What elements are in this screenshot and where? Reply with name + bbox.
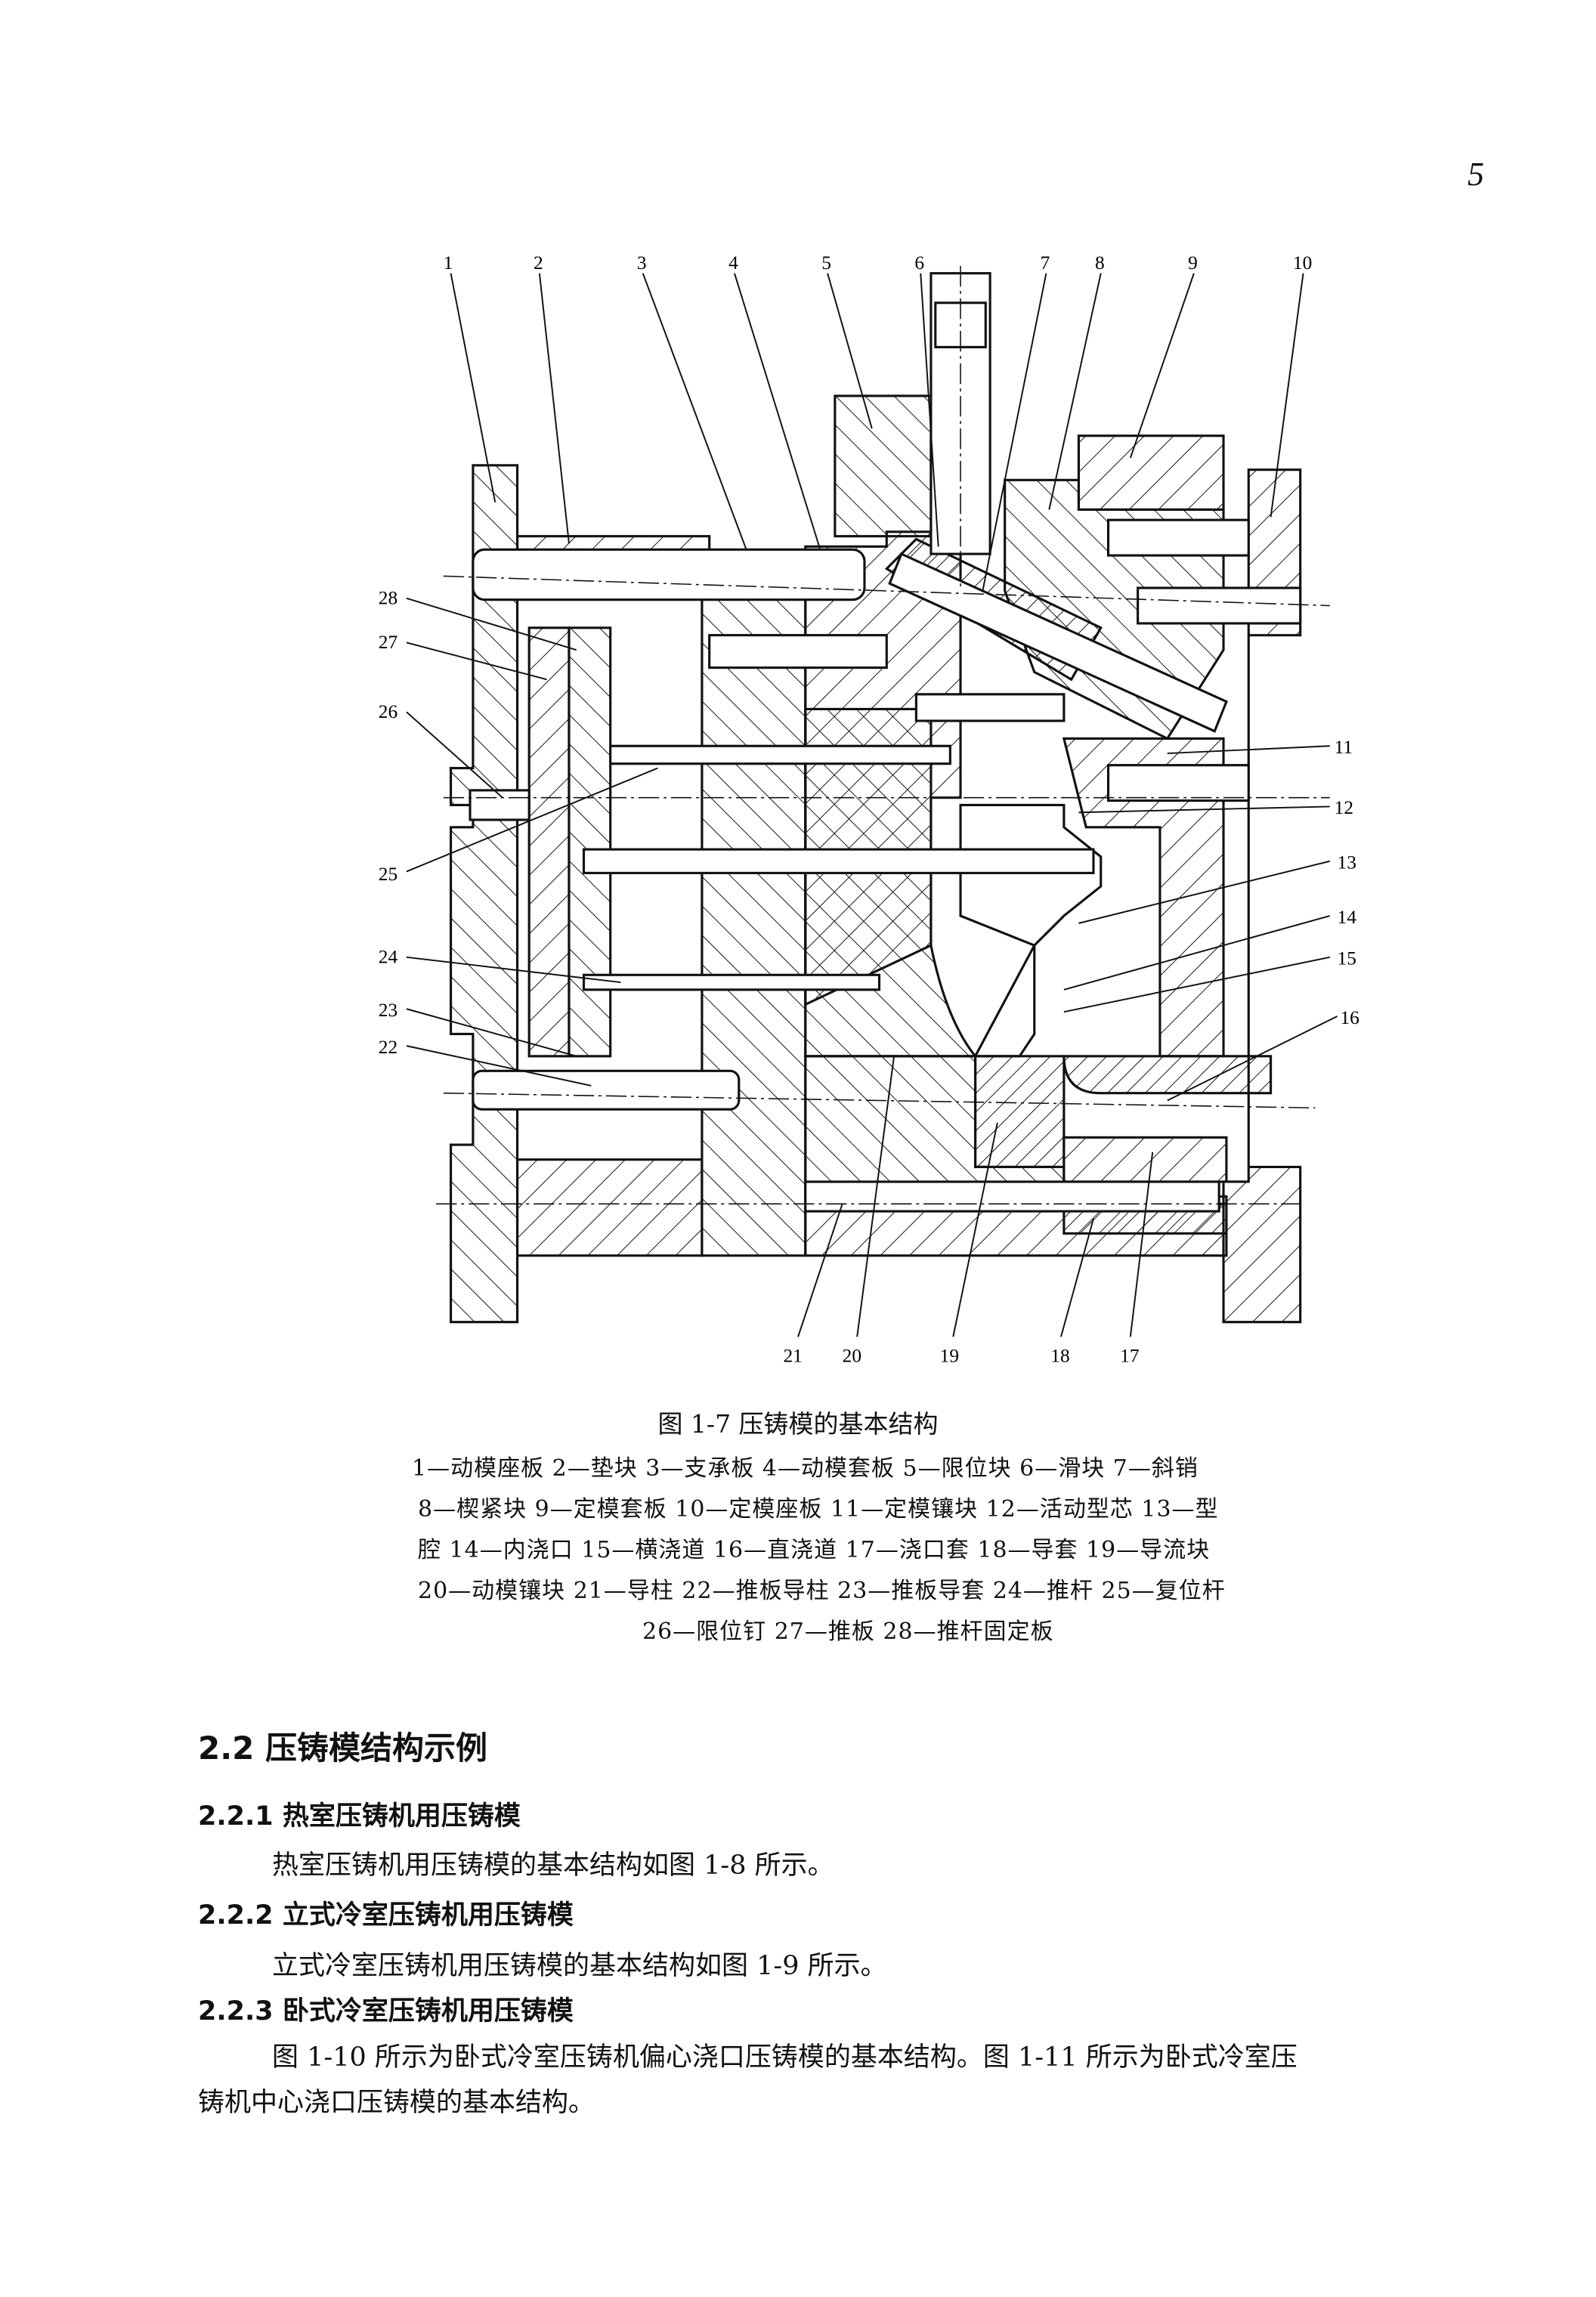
callout-23: 23: [379, 1000, 397, 1021]
part-19-spreader: [974, 1055, 1066, 1169]
part-10-fixed-clamp-plate: [1222, 468, 1302, 1324]
part-27-ejector-plate: [527, 626, 571, 1058]
subsection-text-2: 立式冷室压铸机用压铸模的基本结构如图 1-9 所示。: [272, 1951, 887, 1981]
callout-17: 17: [1120, 1345, 1139, 1366]
callout-26: 26: [379, 701, 397, 722]
part-3-support-plate: [701, 560, 807, 1257]
callout-18: 18: [1050, 1345, 1069, 1366]
legend-line-1: 1—动模座板 2—垫块 3—支承板 4—动模套板 5—限位块 6—滑块 7—斜销: [412, 1455, 1199, 1482]
part-17-sprue-bushing: [1062, 1136, 1228, 1183]
callout-9: 9: [1188, 252, 1198, 274]
callout-27: 27: [379, 632, 397, 653]
part-5-limit-block: [834, 394, 933, 538]
callout-25: 25: [379, 864, 397, 885]
part-24-ejector-pin-2: [582, 973, 881, 991]
callout-8: 8: [1095, 252, 1105, 274]
legend-line-5: 26—限位钉 27—推板 28—推杆固定板: [642, 1618, 1054, 1645]
part-9-fixed-cavity-plate: [1077, 434, 1225, 512]
callout-11: 11: [1335, 737, 1353, 758]
callout-16: 16: [1340, 1007, 1359, 1028]
subsection-text-3-line-2: 铸机中心浇口压铸模的基本结构。: [198, 2088, 595, 2118]
part-2-spacer-bottom: [515, 1158, 704, 1257]
callout-labels: 1 2 3 4 5 6 7 8 9 10 11 12 13 14 15 16 1…: [379, 252, 1359, 1367]
callout-4: 4: [728, 252, 738, 274]
subsection-heading-2: 2.2.2 立式冷室压铸机用压铸模: [198, 1900, 574, 1931]
screw-top: [472, 548, 866, 601]
section-heading: 2.2 压铸模结构示例: [198, 1730, 488, 1767]
part-24-ejector-pin: [582, 848, 1095, 874]
callout-3: 3: [637, 252, 647, 274]
legend-line-4: 20—动模镶块 21—导柱 22—推板导柱 23—推板导套 24—推杆 25—复…: [418, 1578, 1226, 1604]
part-21-guide-pillar: [804, 1180, 1220, 1213]
part-25-return-pin: [609, 744, 951, 765]
part-16-sprue: [1062, 1055, 1273, 1095]
figure-caption: 图 1-7 压铸模的基本结构: [657, 1409, 939, 1439]
callout-5: 5: [821, 252, 831, 274]
callout-12: 12: [1335, 797, 1353, 818]
subsection-heading-1: 2.2.1 热室压铸机用压铸模: [198, 1801, 521, 1832]
part-28-ejector-retainer: [568, 626, 612, 1058]
page-number: 5: [1468, 156, 1484, 193]
subsection-text-3-line-1: 图 1-10 所示为卧式冷室压铸机偏心浇口压铸模的基本结构。图 1-11 所示为…: [272, 2042, 1298, 2073]
callout-6: 6: [914, 252, 924, 274]
callout-13: 13: [1338, 852, 1356, 873]
subsection-text-1: 热室压铸机用压铸模的基本结构如图 1-8 所示。: [272, 1850, 834, 1881]
callout-7: 7: [1041, 252, 1050, 274]
leader-lines: [406, 273, 1338, 1337]
screw-upper: [708, 634, 888, 669]
callout-15: 15: [1338, 948, 1356, 969]
part-13-cavity: [959, 803, 1103, 1058]
callout-19: 19: [940, 1345, 959, 1366]
legend-line-3: 腔 14—内浇口 15—横浇道 16—直浇道 17—浇口套 18—导套 19—导…: [418, 1537, 1211, 1563]
screw-right-3: [1106, 764, 1250, 802]
screw-right-1: [1106, 518, 1250, 557]
subsection-heading-3: 2.2.3 卧式冷室压铸机用压铸模: [198, 1996, 574, 2026]
callout-2: 2: [534, 252, 543, 274]
callout-24: 24: [379, 947, 398, 968]
screw-mid: [914, 693, 1066, 722]
callout-1: 1: [444, 252, 453, 274]
part-7-angle-pin: [888, 552, 1228, 733]
callout-28: 28: [379, 588, 397, 609]
callout-14: 14: [1338, 907, 1357, 928]
legend-line-2: 8—楔紧块 9—定模套板 10—定模座板 11—定模镶块 12—活动型芯 13—…: [418, 1496, 1219, 1523]
callout-21: 21: [783, 1345, 802, 1366]
callout-10: 10: [1293, 252, 1312, 274]
callout-22: 22: [379, 1037, 397, 1058]
callout-20: 20: [843, 1345, 861, 1366]
part-22-ejector-guide: [472, 1069, 741, 1111]
screw-right-2: [1137, 586, 1302, 625]
